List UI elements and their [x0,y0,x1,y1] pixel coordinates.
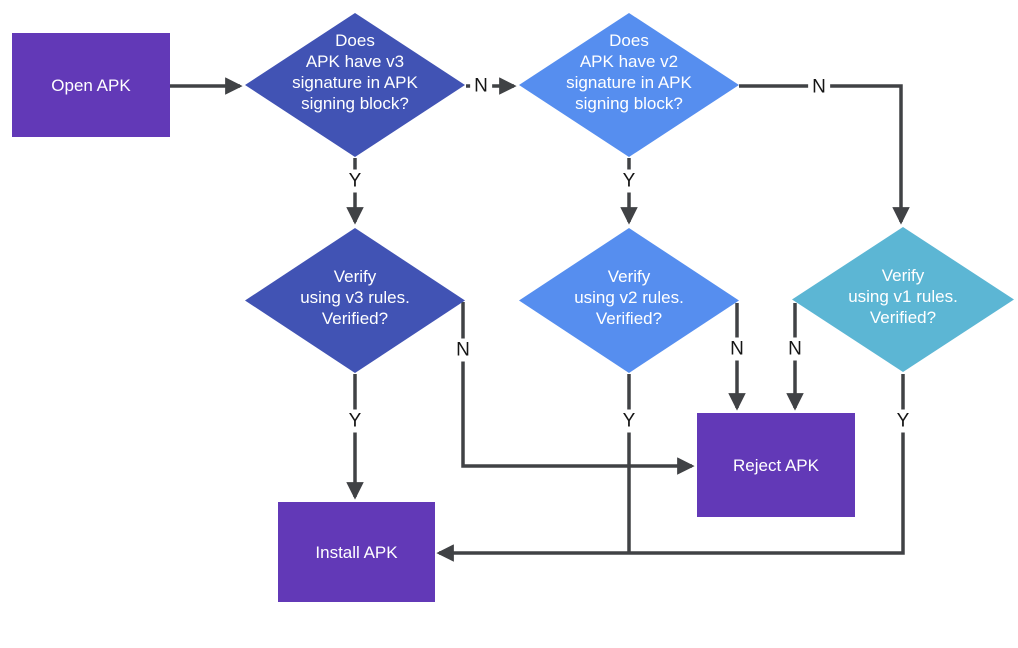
edge-label-v3verify-no: N [452,338,474,362]
node-open-apk: Open APK [12,33,170,137]
node-reject-apk-label: Reject APK [733,455,819,475]
node-install-apk: Install APK [278,502,435,602]
decision-v2-signature-label: Does APK have v2 signature in APK signin… [566,31,692,113]
edge-label-v3check-no: N [470,74,492,98]
decision-verify-v2-label: Verify using v2 rules. Verified? [574,267,684,328]
node-reject-apk: Reject APK [697,413,855,517]
edge-label-v2check-no: N [808,75,830,99]
decision-verify-v1-label: Verify using v1 rules. Verified? [848,266,958,327]
edge-label-v3verify-yes: Y [344,409,366,433]
edge-v1verify-yes [436,374,905,562]
edge-label-v2verify-no: N [726,337,748,361]
edge-v2check-no [739,84,910,225]
edge-label-v1verify-yes: Y [892,409,914,433]
decision-v3-signature-label: Does APK have v3 signature in APK signin… [292,31,418,113]
edge-label-v2check-yes: Y [618,169,640,193]
node-install-apk-label: Install APK [315,542,398,562]
edge-label-v2verify-yes: Y [618,409,640,433]
decision-verify-v3-label: Verify using v3 rules. Verified? [300,267,410,328]
edge-label-v1verify-no: N [784,337,806,361]
edge-label-v3check-yes: Y [344,169,366,193]
node-open-apk-label: Open APK [51,75,131,95]
